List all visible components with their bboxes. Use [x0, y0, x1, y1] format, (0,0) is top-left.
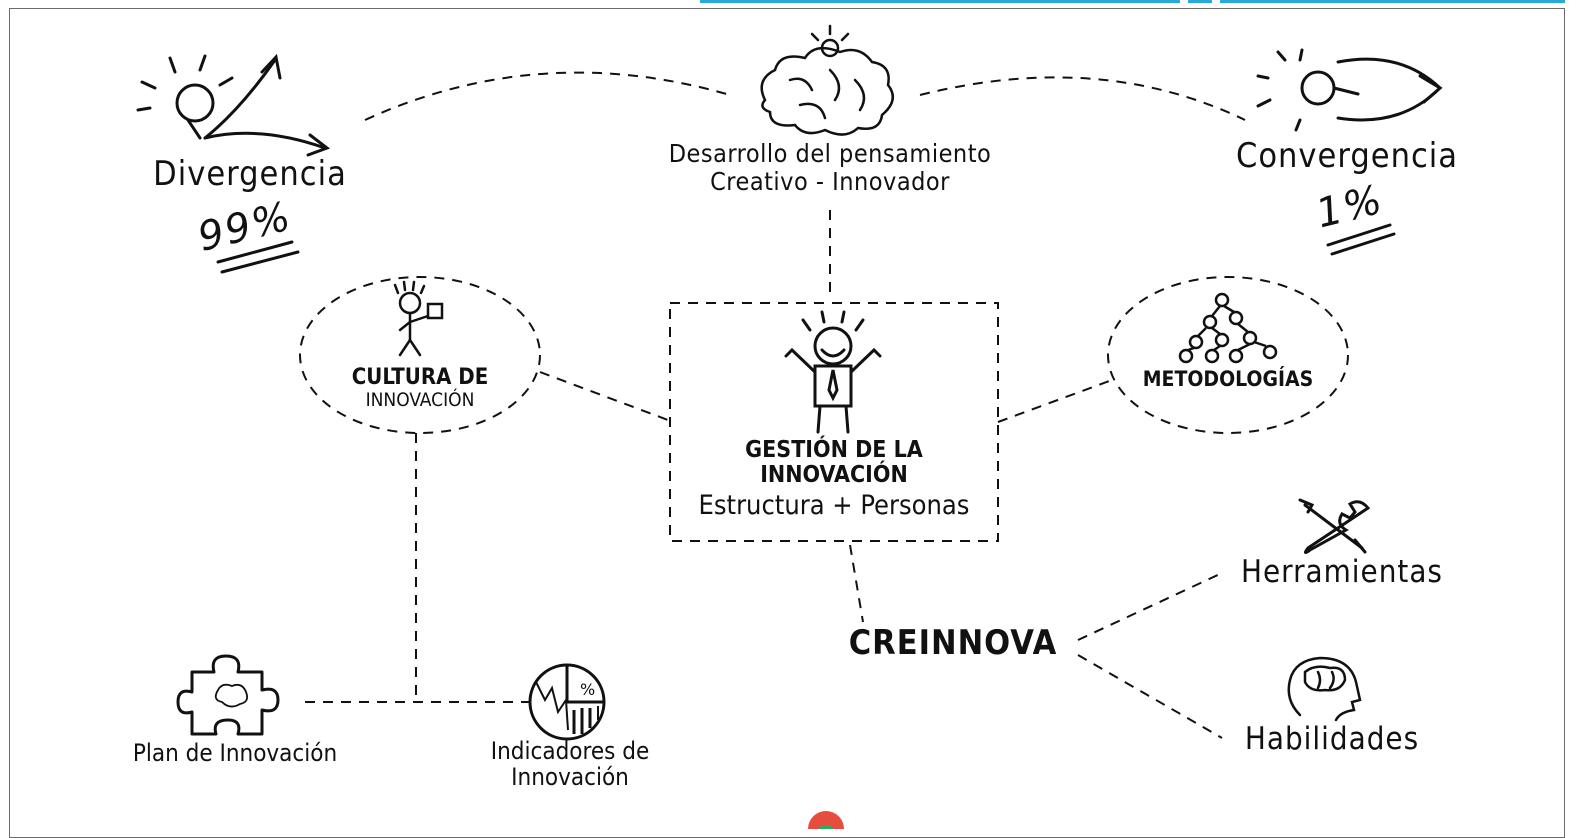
skills-label: Habilidades — [1244, 721, 1420, 757]
culture-ellipse — [299, 276, 541, 434]
creative-thinking-line1: Desarrollo del pensamiento — [668, 139, 992, 168]
skills-head-icon — [1287, 656, 1362, 722]
management-line3: Estructura + Personas — [698, 489, 970, 521]
management-line2: INNOVACIÓN — [760, 462, 908, 489]
bottom-logo-icon — [808, 811, 844, 829]
connector-creinnova-skills — [1077, 654, 1223, 739]
culture-line1: CULTURA DE — [351, 365, 489, 390]
underline-strokes — [216, 223, 1396, 274]
divergence-bulb-icon — [136, 53, 331, 157]
methodologies-label: METODOLOGÍAS — [1142, 367, 1314, 391]
divergence-label: Divergencia — [153, 154, 347, 194]
creinnova-label: CREINNOVA — [848, 623, 1058, 663]
culture-person-icon — [393, 280, 444, 357]
creative-thinking-line2: Creativo - Innovador — [710, 166, 950, 196]
top-accent-bar-right — [1188, 0, 1212, 3]
connector-management-methodologies — [997, 379, 1113, 423]
management-person-icon — [784, 310, 882, 434]
top-accent-bar — [700, 0, 1180, 3]
plan-label: Plan de Innovación — [132, 739, 338, 767]
puzzle-piece-icon — [176, 654, 280, 736]
culture-label: CULTURA DE INNOVACIÓN — [320, 365, 520, 412]
brain-icon — [760, 24, 895, 136]
connector-brain-convergence — [919, 76, 1246, 121]
indicators-percent-icon-text: % — [580, 680, 595, 699]
dashed-connectors — [299, 71, 1349, 739]
tools-icon — [1298, 498, 1371, 555]
top-accent-bar-far-right — [1220, 0, 1565, 3]
indicators-label: Indicadores de Innovación — [470, 738, 670, 791]
convergence-bulb-icon — [1256, 48, 1443, 132]
connector-management-creinnova — [849, 544, 864, 623]
creative-thinking-title: Desarrollo del pensamiento Creativo - In… — [630, 140, 1030, 195]
indicators-line1: Indicadores de — [490, 737, 650, 765]
connector-culture-management — [539, 371, 669, 421]
tools-label: Herramientas — [1241, 554, 1443, 590]
methodology-tree-icon — [1178, 292, 1278, 364]
methodologies-ellipse — [1107, 276, 1349, 434]
indicators-line2: Innovación — [511, 763, 629, 792]
management-label: GESTIÓN DE LA INNOVACIÓN Estructura + Pe… — [670, 437, 998, 521]
connector-creinnova-tools — [1077, 572, 1223, 641]
connector-divergence-brain — [364, 71, 731, 121]
management-box — [669, 302, 999, 542]
convergence-label: Convergencia — [1235, 136, 1459, 176]
indicators-pie-icon: % — [528, 663, 606, 741]
management-line1: GESTIÓN DE LA — [745, 437, 923, 463]
culture-line2: INNOVACIÓN — [365, 389, 475, 412]
